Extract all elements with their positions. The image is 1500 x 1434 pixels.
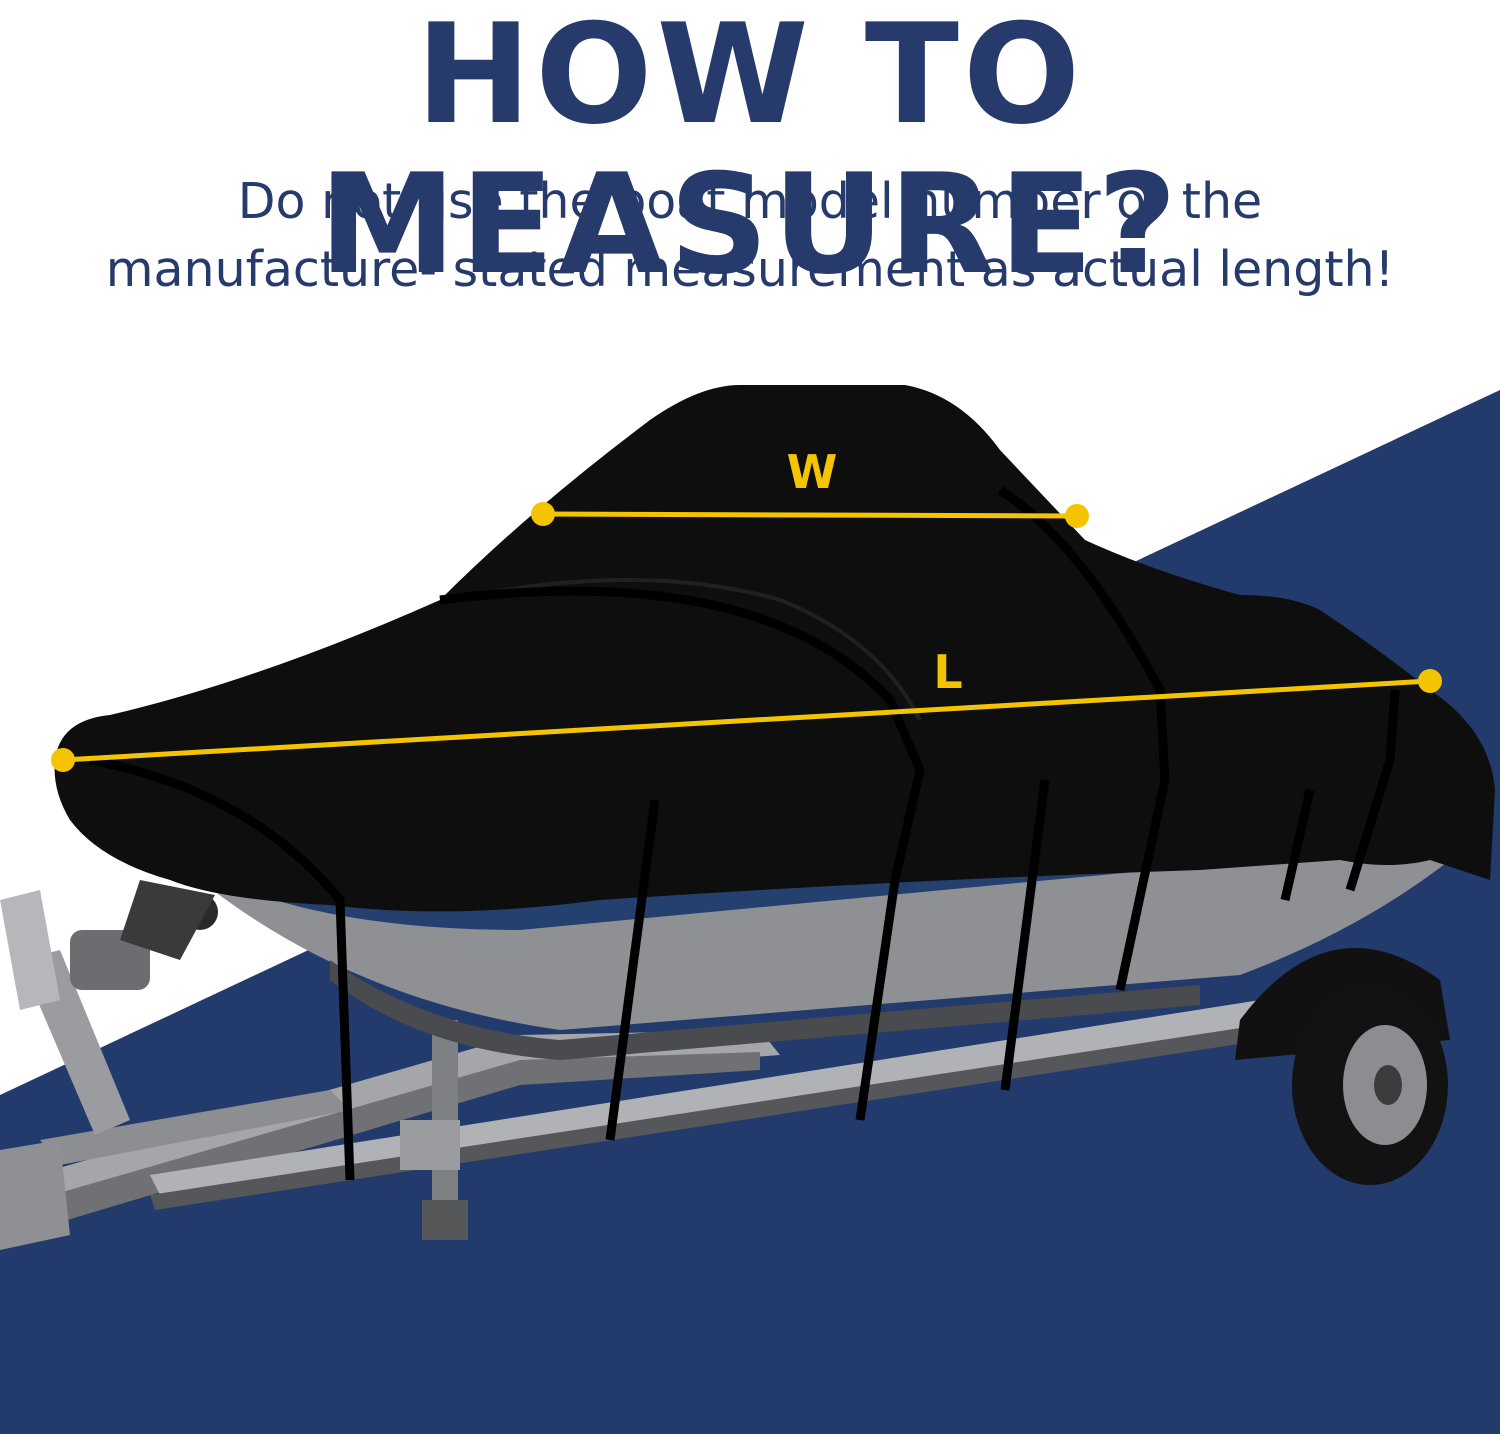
width-line: [542, 511, 1078, 519]
jack-stand-clamp: [400, 1120, 460, 1170]
trailer-cross-rail: [40, 1090, 350, 1165]
strap-3: [997, 486, 1170, 991]
trailer-tongue-shadow: [0, 1052, 760, 1240]
tie-down-straps: [89, 486, 1400, 1181]
winch-bracket: [120, 880, 215, 960]
hitch-coupler: [0, 1140, 70, 1250]
winch-arm: [0, 890, 60, 1010]
strap-2: [439, 586, 925, 1121]
strap-7: [1280, 789, 1315, 901]
length-measurement: L: [51, 645, 1442, 772]
length-label: L: [933, 645, 962, 699]
strap-4: [1345, 689, 1400, 892]
subtitle-line-2: manufacture- stated measurement as actua…: [105, 241, 1395, 298]
trailer-tongue: [0, 1030, 780, 1240]
jack-stand-foot: [422, 1200, 468, 1240]
length-endpoint-right: [1418, 669, 1442, 693]
width-measurement: W: [531, 445, 1089, 528]
width-endpoint-left: [531, 502, 555, 526]
hull-gray-shadow: [330, 960, 1200, 1060]
winch-spool: [70, 930, 150, 990]
cover-highlight-fold: [449, 578, 922, 721]
boat-cover: [54, 385, 1496, 1181]
width-endpoint-right: [1065, 504, 1089, 528]
boat-trailer: [0, 880, 1450, 1250]
strap-1: [89, 755, 355, 1181]
length-endpoint-left: [51, 748, 75, 772]
page-title: HOW TO MEASURE?: [318, 0, 1182, 305]
trailer-hub: [1374, 1065, 1402, 1105]
subtitle-line-1: Do not use the boat model number or the: [237, 173, 1263, 230]
warning-subtitle: Do not use the boat model number or the …: [0, 168, 1500, 304]
cover-body: [54, 385, 1496, 912]
strap-5: [605, 799, 660, 1141]
length-line: [62, 678, 1431, 763]
width-label: W: [787, 445, 838, 499]
strap-6: [1000, 779, 1050, 1091]
